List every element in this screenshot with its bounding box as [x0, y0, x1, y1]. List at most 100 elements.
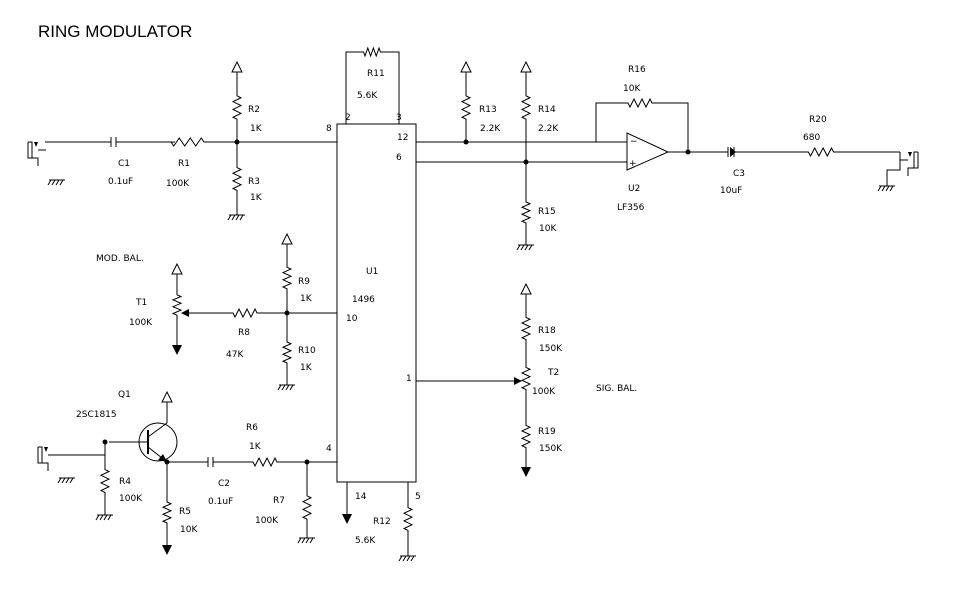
u1-pin-14: 14 [355, 492, 367, 502]
jack-symbol [37, 446, 43, 464]
c2-value: 0.1uF [208, 497, 233, 507]
ground-symbol [301, 537, 306, 544]
ground-symbol [877, 185, 882, 192]
wire [345, 51, 358, 124]
u1-value: 1496 [352, 295, 375, 305]
ground-symbol [406, 555, 411, 562]
jack-tip-symbol [44, 447, 48, 452]
resistor-symbol [800, 146, 842, 158]
q1-value: 2SC1815 [76, 410, 117, 420]
wire [595, 102, 620, 142]
r11-label: R11 [367, 69, 385, 79]
c1-label: C1 [118, 159, 130, 169]
r6-label: R6 [246, 423, 258, 433]
c3-label: C3 [733, 169, 745, 179]
r12-value: 5.6K [355, 536, 376, 546]
ground-symbol [69, 477, 74, 484]
t1-value: 100K [129, 318, 153, 328]
ground-symbol [65, 477, 70, 484]
ground-symbol [235, 214, 240, 221]
ground-symbol [305, 537, 310, 544]
r20-value: 680 [803, 133, 820, 143]
r6-value: 1K [249, 442, 262, 452]
ground-symbol [227, 214, 232, 221]
r5-label: R5 [179, 507, 191, 517]
r9-label: R9 [298, 277, 310, 287]
ground-symbol [281, 384, 286, 391]
component-labels: R11 5.6K 2 3 R2 1K R3 1K C1 0.1uF R1 100… [76, 65, 827, 546]
u1-label: U1 [366, 267, 378, 277]
ground-symbol [99, 514, 104, 521]
c2-label: C2 [218, 479, 230, 489]
ground-symbol [881, 185, 886, 192]
r2-label: R2 [248, 105, 260, 115]
resistor-symbol [520, 418, 532, 455]
ground-symbol [61, 477, 66, 484]
vcc-arrow-symbol [460, 60, 472, 73]
mod-bal-label: MOD. BAL. [96, 254, 144, 264]
ground-symbol [309, 537, 314, 544]
r12-label: R12 [373, 517, 391, 527]
r15-label: R15 [538, 207, 556, 217]
jack-tip-symbol [34, 142, 38, 147]
r8-label: R8 [238, 328, 250, 338]
jack-symbol [27, 141, 33, 159]
u1-ic-body [336, 123, 417, 483]
ground-symbol [885, 185, 890, 192]
c3-value: 10uF [720, 186, 742, 196]
ground-symbol [59, 179, 64, 186]
ground-symbol [239, 214, 244, 221]
q1-label: Q1 [118, 390, 131, 400]
r16-label: R16 [628, 65, 646, 75]
r3-value: 1K [250, 193, 263, 203]
ground-symbol [57, 477, 62, 484]
u2-plus-sign: + [629, 159, 637, 169]
resistor-symbol [245, 456, 285, 468]
vcc-arrow-symbol [171, 262, 183, 275]
resistor-symbol [460, 88, 472, 127]
ground-symbol [402, 555, 407, 562]
u1-pin-3: 3 [396, 113, 402, 123]
ground-symbol [889, 185, 894, 192]
r3-label: R3 [248, 177, 260, 187]
r19-value: 150K [539, 444, 563, 454]
r19-label: R19 [538, 427, 556, 437]
r18-label: R18 [538, 326, 556, 336]
vee-arrow-symbol [342, 514, 352, 524]
r14-label: R14 [538, 105, 556, 115]
resistor-symbol [171, 288, 183, 322]
ground-symbol [285, 384, 290, 391]
resistor-symbol [620, 97, 660, 109]
ground-symbol [398, 555, 403, 562]
t2-label: T2 [547, 368, 559, 378]
r4-value: 100K [119, 494, 143, 504]
t1-label: T1 [135, 298, 147, 308]
u1-pin-5: 5 [415, 492, 421, 502]
u2-minus-sign: − [630, 137, 638, 147]
vee-arrow-symbol [521, 467, 531, 477]
resistor-symbol [281, 260, 293, 296]
diagram-title: RING MODULATOR [38, 22, 192, 41]
r13-label: R13 [479, 105, 497, 115]
r10-label: R10 [298, 346, 316, 356]
vcc-arrow-symbol [281, 232, 293, 245]
wire [32, 157, 39, 166]
capacitor-polarity-mark [730, 147, 736, 157]
u2-label: U2 [628, 184, 640, 194]
resistor-symbol [402, 500, 414, 538]
resistor-symbol [231, 160, 243, 198]
wire [42, 462, 49, 471]
vcc-arrow-symbol [520, 282, 532, 295]
pot-wiper-arrow [514, 377, 522, 385]
resistor-symbol [520, 88, 532, 127]
ground-symbol [47, 179, 52, 186]
resistor-symbol [231, 88, 243, 127]
resistor-symbol [520, 310, 532, 347]
r11-value: 5.6K [357, 91, 378, 101]
resistor-symbol [161, 495, 173, 530]
jack-symbol [913, 151, 919, 169]
u1-pin-4: 4 [326, 444, 332, 454]
r1-label: R1 [178, 159, 190, 169]
ground-symbol [516, 244, 521, 251]
ground-symbol [528, 244, 533, 251]
